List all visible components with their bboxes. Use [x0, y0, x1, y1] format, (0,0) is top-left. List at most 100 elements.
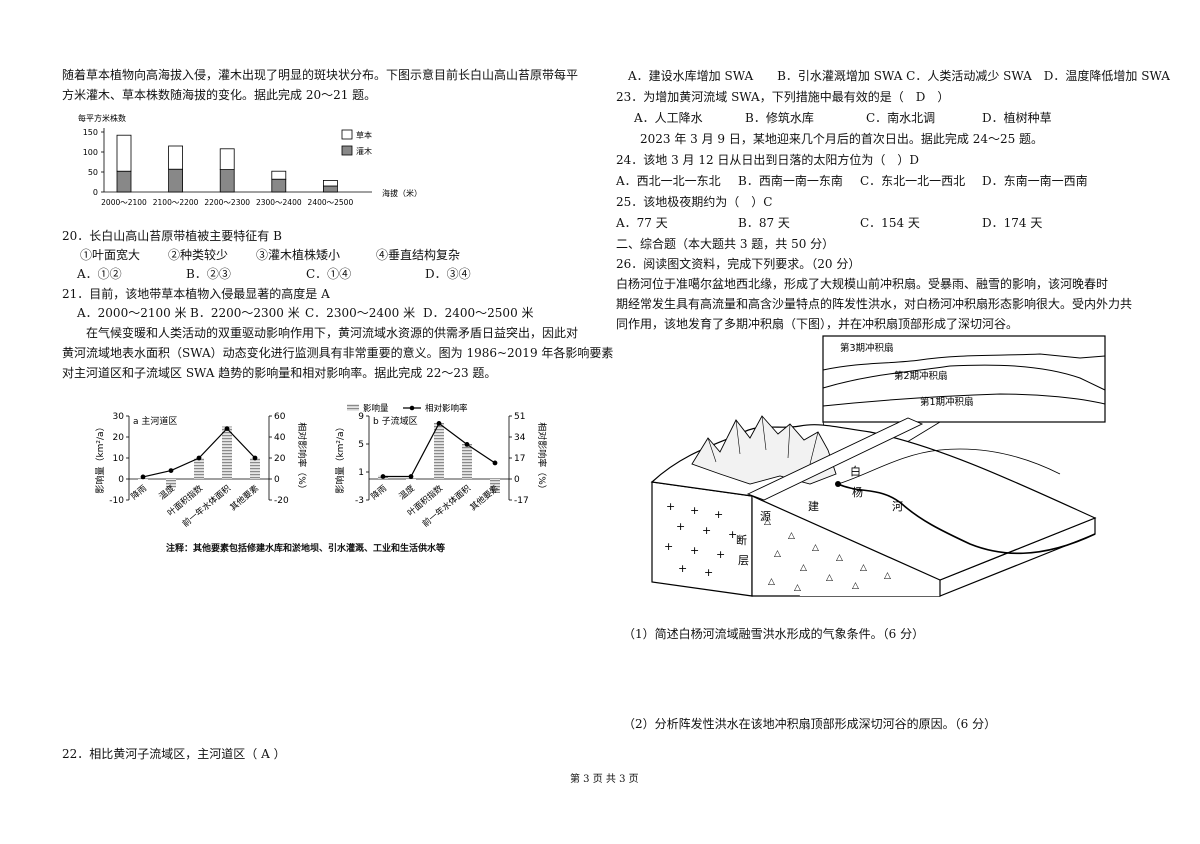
- svg-text:+: +: [704, 566, 713, 579]
- alluvial-fan-diagram: 第3期冲积扇 第2期冲积扇 第1期冲积扇 +++ +++ +++ ++ △△△ …: [650, 335, 1106, 597]
- q21-opt-d: D．2400～2500 米: [423, 306, 534, 320]
- legend-swatch-shrub: [341, 145, 353, 156]
- chart2-ytick-label: 20: [113, 433, 125, 443]
- chart2-y2label: 相对影响率（%）: [296, 422, 308, 494]
- chart2-ytick-label: 1: [358, 468, 364, 478]
- q20-ans-c: C．①④: [306, 267, 352, 281]
- bar-impact: [406, 479, 416, 480]
- question-22: 22．相比黄河子流域区，主河道区（ A ）: [62, 747, 286, 761]
- intro-sunrise: 2023 年 3 月 9 日，某地迎来几个月后的首次日出。据此完成 24～25 …: [640, 132, 1044, 146]
- svg-text:△: △: [836, 553, 843, 563]
- svg-text:+: +: [728, 528, 737, 541]
- intro-text-1: 随着草本植物向高海拔入侵，灌木出现了明显的斑块状分布。下图示意目前长白山高山苔原…: [62, 68, 579, 82]
- svg-text:+: +: [690, 504, 699, 517]
- fan3-boundary: [822, 353, 1106, 371]
- bar-impact: [250, 458, 260, 479]
- legend-rate: 相对影响率: [425, 403, 468, 414]
- chart2-xtick-label: 前一年水体面积: [180, 483, 233, 530]
- chart2-ytick-label: 10: [113, 454, 125, 464]
- river-channel: [837, 483, 1096, 555]
- bedrock-symbols: +++ +++ +++ ++: [664, 500, 737, 579]
- svg-text:△: △: [852, 581, 859, 591]
- label-ceng: 层: [738, 554, 749, 567]
- fault-band: [746, 417, 924, 501]
- chart1-ylabel: 每平方米株数: [78, 113, 126, 123]
- svg-text:+: +: [678, 562, 687, 575]
- bar-impact: [222, 426, 232, 479]
- bar-impact: [166, 479, 176, 488]
- sub-question-1: （1）简述白杨河流域融雪洪水形成的气象条件。（6 分）: [623, 627, 925, 641]
- chart2a-title: a 主河道区: [133, 415, 177, 427]
- chart1-xtick-label: 2000～2100: [101, 198, 147, 207]
- chart2-xtick-label: 降雨: [129, 483, 149, 503]
- chart2-legend: 影响量 相对影响率: [347, 403, 468, 414]
- fan-edge-line: [837, 448, 1061, 485]
- svg-text:+: +: [666, 500, 675, 513]
- chart2-xtick-label: 其他要素: [468, 483, 501, 514]
- q20-opt-4: ④垂直结构复杂: [376, 248, 461, 262]
- svg-text:△: △: [794, 583, 801, 593]
- bar-impact: [434, 423, 444, 479]
- svg-text:+: +: [676, 520, 685, 533]
- chart2-xtick-label: 降雨: [369, 483, 389, 503]
- q20-ans-b: B．②③: [186, 267, 231, 281]
- label-yang: 杨: [852, 485, 863, 499]
- bar-herb: [271, 170, 287, 180]
- svg-text:+: +: [690, 544, 699, 557]
- intro-text-2: 方米灌木、草本株数随海拔的变化。据此完成 20～21 题。: [62, 88, 377, 102]
- svg-text:△: △: [884, 571, 891, 581]
- rate-point: [140, 474, 146, 480]
- question-23: 23．为增加黄河流域 SWA，下列措施中最有效的是（ D ）: [616, 90, 950, 104]
- rate-point: [408, 474, 414, 479]
- legend-impact: 影响量: [363, 403, 389, 414]
- chart1-ytick-label: 150: [83, 128, 98, 137]
- chart2-y2tick-label: 51: [514, 412, 525, 422]
- q24-opt-b: B．西南一南一东南: [738, 174, 843, 188]
- fan1-boundary: [822, 393, 1106, 407]
- sub-question-2: （2）分析阵发性洪水在该地冲积扇顶部形成深切河谷的原因。（6 分）: [623, 717, 997, 731]
- chart2-y2tick-label: 0: [274, 475, 280, 485]
- svg-text:△: △: [788, 531, 795, 541]
- chart-note: 注释：其他要素包括修建水库和淤地坝、引水灌溉、工业和生活供水等: [166, 544, 446, 554]
- bar-shrub: [219, 169, 235, 193]
- bar-shrub: [168, 168, 183, 193]
- label-jian: 建: [808, 499, 819, 513]
- legend-rate-dot: [409, 405, 415, 411]
- bar-shrub: [322, 185, 338, 193]
- rate-point: [252, 455, 258, 461]
- fan2-boundary: [822, 364, 1106, 391]
- bar-herb: [168, 145, 183, 170]
- chart1-xtick-label: 2400～2500: [308, 198, 354, 207]
- rate-point: [380, 474, 386, 479]
- para-1: 白杨河位于准噶尔盆地西北缘，形成了大规模山前冲积扇。受暴雨、融雪的影响，该河晚春…: [616, 277, 1109, 291]
- label-he: 河: [892, 500, 903, 513]
- chart2-ytick-label: -10: [109, 496, 124, 506]
- svg-text:△: △: [774, 549, 781, 559]
- question-24: 24．该地 3 月 12 日从日出到日落的太阳方位为（ ）D: [616, 153, 920, 167]
- bar-herb: [322, 180, 338, 187]
- question-26: 26．阅读图文资料，完成下列要求。（20 分）: [616, 257, 861, 271]
- svg-text:△: △: [812, 543, 819, 553]
- chart2-ytick-label: 0: [118, 475, 124, 485]
- q23-opt-c: C．南水北调: [866, 111, 936, 125]
- chart1-xlabel: 海拔（米）: [382, 188, 422, 198]
- fan-apex-point: [835, 481, 841, 487]
- page-footer: 第 3 页 共 3 页: [570, 774, 639, 785]
- svg-text:+: +: [664, 540, 673, 553]
- chart2-ytick-label: 30: [113, 412, 125, 422]
- chart2-y2tick-label: 20: [274, 454, 286, 464]
- section-heading: 二、综合题（本大题共 3 题，共 50 分）: [616, 237, 835, 251]
- chart2-ytick-label: 9: [358, 412, 364, 422]
- chart2-ytick-label: -3: [355, 496, 364, 506]
- q20-opt-1: ①叶面宽大: [80, 248, 141, 262]
- rate-point: [436, 421, 442, 426]
- chart2-y2tick-label: 60: [274, 412, 286, 422]
- q25-opt-d: D．174 天: [982, 216, 1043, 230]
- q20-ans-d: D．③④: [425, 267, 471, 281]
- chart2-ylabel: 影响量（km²/a）: [94, 422, 106, 493]
- svg-text:△: △: [826, 573, 833, 583]
- label-duan: 断: [736, 533, 747, 547]
- rate-point: [196, 455, 202, 461]
- chart2-y2tick-label: 34: [514, 433, 526, 443]
